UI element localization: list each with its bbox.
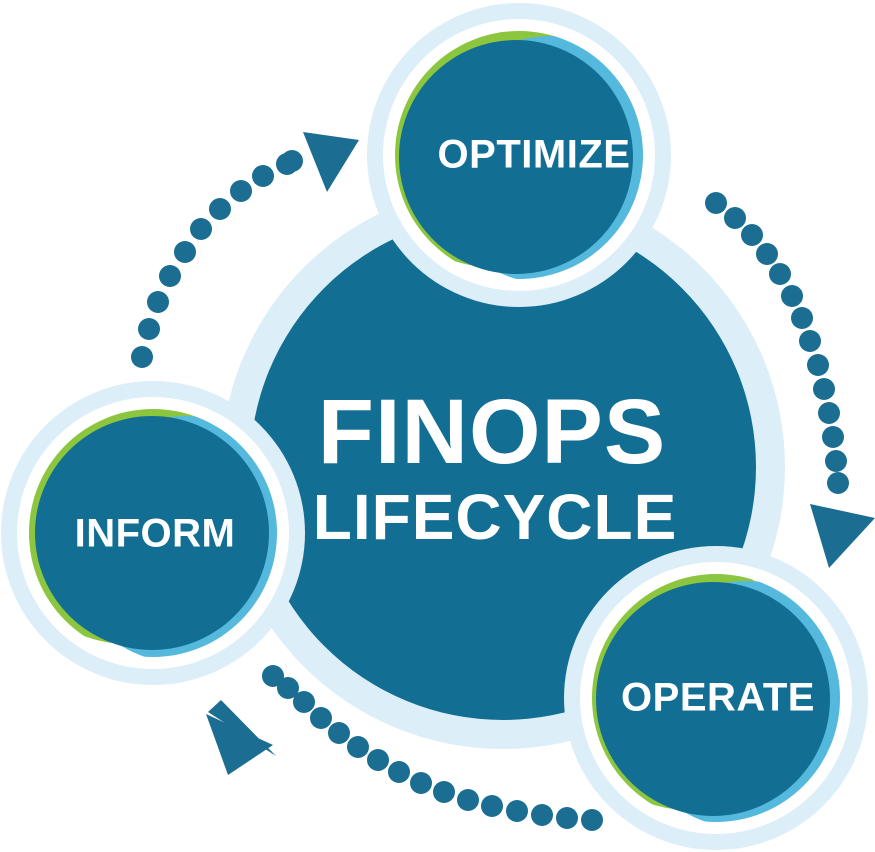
phase-node-inform[interactable]: INFORM xyxy=(1,381,310,685)
arrow-dot xyxy=(209,198,231,220)
arrow-dot xyxy=(347,736,369,758)
arrow-dot xyxy=(174,241,196,263)
arrow-dot xyxy=(367,749,389,771)
optimize-darkblue-circle xyxy=(399,40,633,274)
arrow-dot xyxy=(807,354,829,376)
arrow-dot xyxy=(791,307,813,329)
arrow-inform-to-optimize xyxy=(131,132,359,368)
arrow-dot xyxy=(769,263,791,285)
arrow-dot xyxy=(818,402,840,424)
inform-label: INFORM xyxy=(75,512,236,556)
arrow-dot xyxy=(813,378,835,400)
arrow-dot xyxy=(827,472,849,494)
arrow-dot xyxy=(433,781,455,803)
arrow-dot xyxy=(190,218,212,240)
phase-node-optimize[interactable]: OPTIMIZE xyxy=(367,3,675,307)
arrow-dot xyxy=(756,243,778,265)
arrow-operate-to-inform xyxy=(206,665,603,831)
arrow-dot xyxy=(159,265,181,287)
arrow-dot xyxy=(138,318,160,340)
inform-darkblue-circle xyxy=(35,416,269,650)
center-text-group: FINOPS LIFECYCLE xyxy=(313,381,678,553)
operate-darkblue-circle xyxy=(596,582,830,816)
arrow-dot xyxy=(724,207,746,229)
arrow-dot xyxy=(230,180,252,202)
center-title-finops: FINOPS xyxy=(318,381,666,483)
arrow-dot xyxy=(705,192,727,214)
arrow-dot xyxy=(262,665,284,687)
arrow-dot xyxy=(388,761,410,783)
arrow-dot xyxy=(147,291,169,313)
arrow-dot xyxy=(825,450,847,472)
arrow-head xyxy=(303,132,359,192)
arrow-dot xyxy=(506,800,528,822)
arrow-dot xyxy=(310,707,332,729)
arrow-dot xyxy=(328,722,350,744)
arrow-dot xyxy=(277,677,299,699)
arrow-dot xyxy=(822,426,844,448)
arrow-dot xyxy=(457,789,479,811)
arrow-dot xyxy=(481,795,503,817)
arrow-dot xyxy=(741,224,763,246)
arrow-dot xyxy=(293,691,315,713)
arrow-dot xyxy=(131,346,153,368)
arrow-dot xyxy=(799,330,821,352)
operate-label: OPERATE xyxy=(621,676,815,720)
arrow-dot xyxy=(781,285,803,307)
arrow-dot xyxy=(281,150,303,172)
arrow-dot xyxy=(531,804,553,826)
center-title-lifecycle: LIFECYCLE xyxy=(313,481,678,553)
arrow-dot xyxy=(581,809,603,831)
phase-node-operate[interactable]: OPERATE xyxy=(564,546,871,850)
arrow-optimize-to-operate xyxy=(705,192,875,568)
arrow-dot xyxy=(410,772,432,794)
arrow-dot xyxy=(556,807,578,829)
arrow-head-body xyxy=(206,714,273,775)
arrow-head xyxy=(810,504,875,568)
optimize-label: OPTIMIZE xyxy=(438,133,631,177)
arrow-dot xyxy=(252,165,274,187)
